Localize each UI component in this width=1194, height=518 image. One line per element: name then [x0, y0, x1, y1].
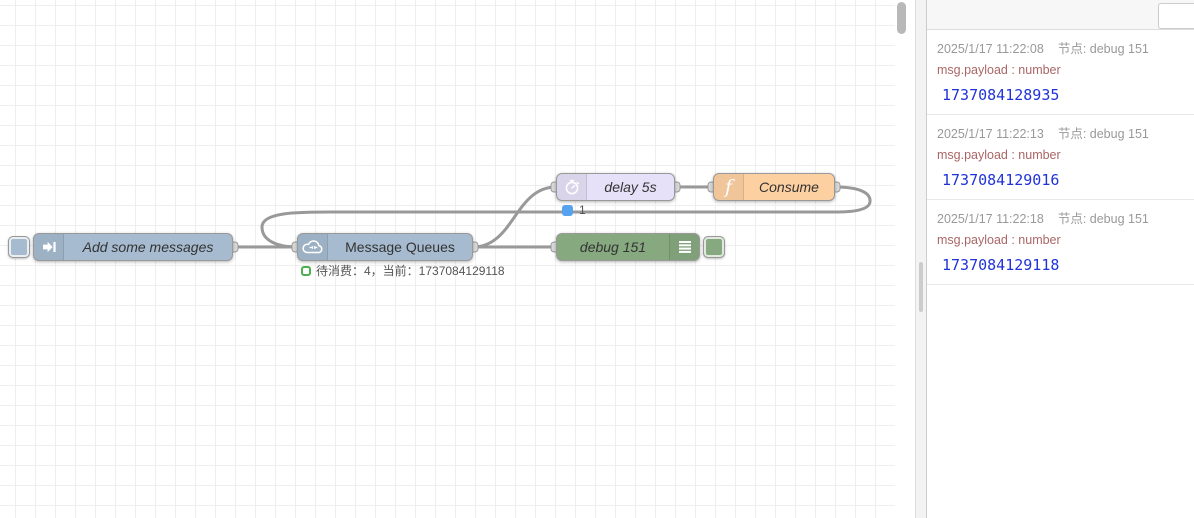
queue-status: 待消费：4，当前：1737084129118 [301, 262, 505, 279]
node-function-consume[interactable]: f Consume [713, 173, 835, 201]
debug-source-node: 节点: debug 151 [1057, 127, 1149, 141]
debug-sidebar: 2025/1/17 11:22:08 节点: debug 151 msg.payl… [927, 0, 1194, 518]
debug-message-meta: 2025/1/17 11:22:18 节点: debug 151 [937, 208, 1186, 227]
debug-toolbar-button[interactable] [1158, 3, 1194, 29]
debug-source-node: 节点: debug 151 [1057, 212, 1149, 226]
debug-timestamp: 2025/1/17 11:22:13 [937, 127, 1044, 141]
debug-property: msg.payload : number [937, 233, 1061, 247]
debug-value[interactable]: 1737084128935 [942, 86, 1060, 104]
debug-property: msg.payload : number [937, 148, 1061, 162]
node-delay[interactable]: delay 5s [556, 173, 675, 201]
debug-message-meta: 2025/1/17 11:22:08 节点: debug 151 [937, 38, 1186, 57]
function-icon: f [714, 174, 744, 200]
canvas-vscrollbar-track[interactable] [895, 0, 915, 518]
debug-message: 2025/1/17 11:22:08 节点: debug 151 msg.payl… [927, 30, 1194, 115]
debug-value[interactable]: 1737084129016 [942, 171, 1060, 189]
delay-queue-count: 1 [579, 203, 586, 217]
inject-trigger-button[interactable] [8, 236, 30, 258]
splitter-drag-handle-icon [919, 262, 923, 312]
debug-sidebar-toolbar [927, 0, 1194, 30]
debug-toggle-button[interactable] [703, 236, 725, 258]
node-message-queues[interactable]: Message Queues [297, 233, 473, 261]
node-label: Message Queues [345, 239, 455, 255]
debug-source-node: 节点: debug 151 [1057, 42, 1149, 56]
status-dot-blue-icon [562, 204, 573, 216]
canvas-vscrollbar-thumb[interactable] [897, 2, 906, 34]
wire-consume-to-queue-loop[interactable] [260, 185, 872, 249]
sidebar-splitter[interactable] [915, 0, 927, 518]
timer-icon [557, 174, 587, 200]
debug-list-icon [669, 234, 699, 260]
node-label: debug 151 [579, 239, 647, 255]
debug-message-meta: 2025/1/17 11:22:13 节点: debug 151 [937, 123, 1186, 142]
wire-queue-to-delay[interactable] [471, 185, 558, 249]
delay-status: 1 [562, 203, 586, 217]
inject-arrow-icon [34, 234, 64, 260]
flow-canvas[interactable]: Add some messages Message Queues 待消费：4，当… [0, 0, 915, 518]
debug-property: msg.payload : number [937, 63, 1061, 77]
debug-timestamp: 2025/1/17 11:22:18 [937, 212, 1044, 226]
node-label: delay 5s [604, 179, 657, 195]
cloud-queue-icon [298, 234, 328, 260]
debug-message: 2025/1/17 11:22:13 节点: debug 151 msg.payl… [927, 115, 1194, 200]
debug-message-list[interactable]: 2025/1/17 11:22:08 节点: debug 151 msg.payl… [927, 30, 1194, 518]
debug-message: 2025/1/17 11:22:18 节点: debug 151 msg.payl… [927, 200, 1194, 285]
debug-value[interactable]: 1737084129118 [942, 256, 1060, 274]
node-inject[interactable]: Add some messages [33, 233, 233, 261]
node-debug[interactable]: debug 151 [556, 233, 700, 261]
queue-status-text: 待消费：4，当前：1737084129118 [316, 264, 505, 278]
status-ring-green-icon [301, 265, 311, 276]
node-label: Add some messages [82, 239, 214, 255]
debug-timestamp: 2025/1/17 11:22:08 [937, 42, 1044, 56]
node-label: Consume [759, 179, 819, 195]
